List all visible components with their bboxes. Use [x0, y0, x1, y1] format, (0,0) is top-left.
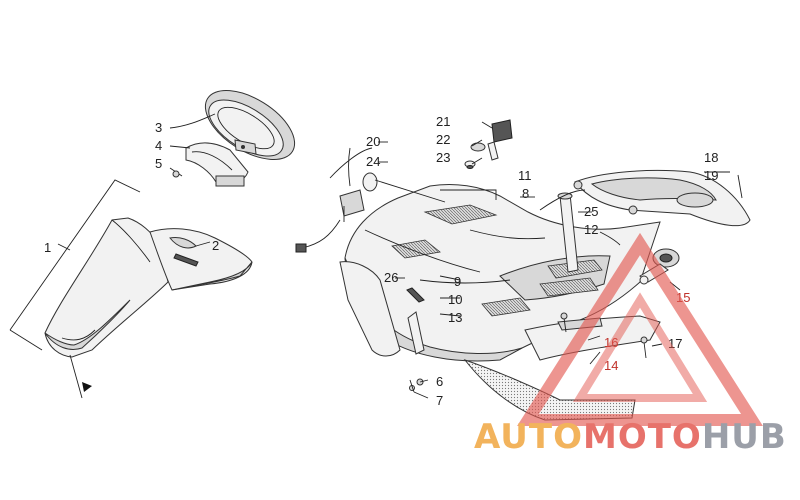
callout-3: 3 — [155, 120, 162, 135]
callout-10: 10 — [448, 292, 462, 307]
gauge-unit-part — [204, 90, 296, 160]
gauge-bracket-part — [185, 142, 249, 187]
callout-24: 24 — [366, 154, 380, 169]
pin-part-26 — [406, 287, 425, 303]
callout-7: 7 — [436, 393, 443, 408]
callout-8: 8 — [522, 186, 529, 201]
callout-25: 25 — [584, 204, 598, 219]
callout-labels: 1 2 3 4 5 6 7 8 9 10 11 12 13 14 15 16 1… — [44, 114, 718, 408]
headlight-housing-part — [149, 228, 253, 291]
callout-21: 21 — [436, 114, 450, 129]
callout-19: 19 — [704, 168, 718, 183]
screw-6-7 — [407, 311, 425, 393]
callout-2: 2 — [212, 238, 219, 253]
callout-4: 4 — [155, 138, 162, 153]
watermark: AUTOMOTOHUB — [474, 232, 787, 457]
callout-5: 5 — [155, 156, 162, 171]
watermark-brand: AUTOMOTOHUB — [474, 417, 787, 457]
arrow-marker — [82, 382, 92, 392]
callout-11: 11 — [518, 168, 532, 183]
callout-23: 23 — [436, 150, 450, 165]
watermark-part-hub: HUB — [702, 417, 787, 457]
callout-1: 1 — [44, 240, 51, 255]
callout-20: 20 — [366, 134, 380, 149]
hood-main-part — [339, 183, 661, 421]
screws-16-17 — [560, 312, 648, 359]
callout-6: 6 — [436, 374, 443, 389]
watermark-part-auto: AUTO — [474, 417, 583, 457]
long-bolt-25 — [557, 192, 579, 273]
callout-13: 13 — [448, 310, 462, 325]
callout-12: 12 — [584, 222, 598, 237]
callout-14: 14 — [604, 358, 618, 373]
watermark-part-moto: MOTO — [583, 417, 702, 457]
bolt-stack-part — [464, 119, 513, 169]
callout-9: 9 — [454, 274, 461, 289]
switch-harness-part — [295, 147, 378, 253]
callout-18: 18 — [704, 150, 718, 165]
warning-triangle-icon — [517, 232, 763, 426]
callout-22: 22 — [436, 132, 450, 147]
leader-lines — [57, 121, 730, 399]
fender-part — [44, 217, 169, 358]
screw-5 — [169, 167, 183, 178]
callout-26: 26 — [384, 270, 398, 285]
top-cover-part — [573, 169, 751, 227]
